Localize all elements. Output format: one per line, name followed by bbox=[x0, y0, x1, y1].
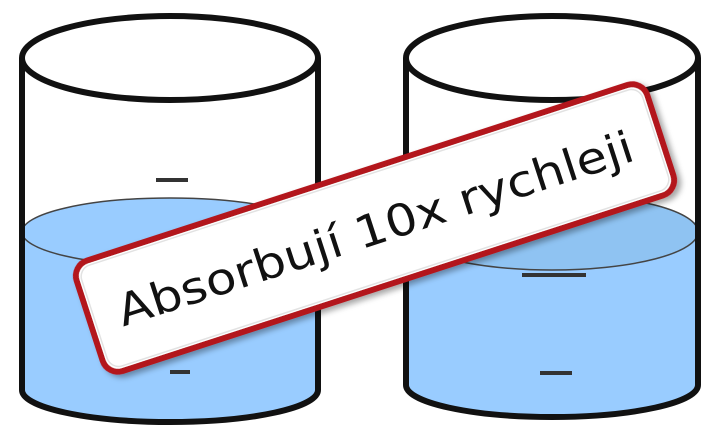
left-beaker-rim bbox=[22, 16, 318, 100]
right-tick-mark-lower bbox=[540, 371, 572, 375]
right-tick-mark-upper bbox=[522, 273, 586, 277]
left-tick-mark-upper bbox=[156, 178, 188, 182]
right-beaker-rim bbox=[406, 16, 698, 100]
left-tick-mark-lower bbox=[170, 370, 190, 374]
